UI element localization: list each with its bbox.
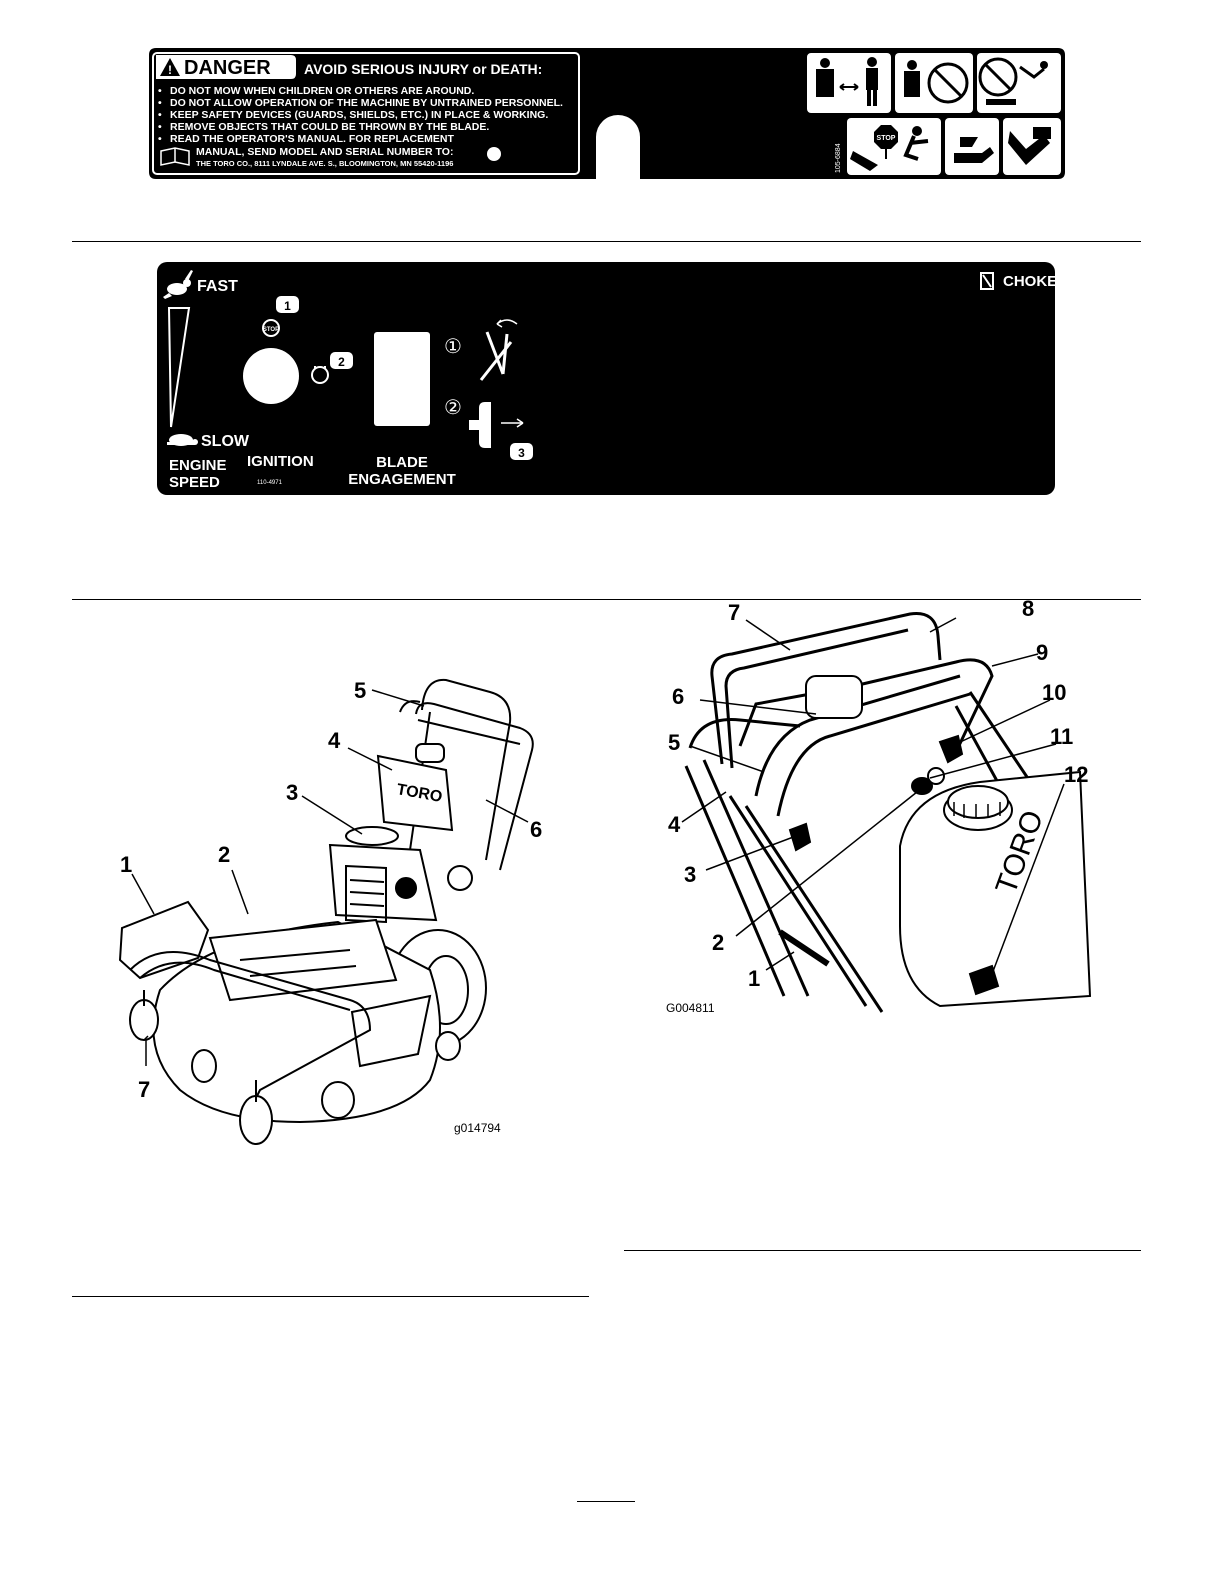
blade-knob-icon (469, 402, 491, 448)
mower-callout: 4 (328, 728, 341, 753)
svg-text:STOP: STOP (263, 327, 279, 333)
step-1-marker: ① (444, 336, 462, 358)
step-2-marker: ② (444, 397, 462, 419)
control-decal-art: FAST SLOW ENGINE SPEED STOP 1 2 IGNITION… (157, 262, 1057, 495)
callout-2: 2 (338, 355, 345, 369)
danger-badge: DANGER (184, 57, 271, 79)
engagement-label: ENGAGEMENT (348, 471, 456, 488)
engine-label: ENGINE (169, 457, 227, 474)
section-divider (72, 241, 1141, 242)
ignition-stop-icon: STOP (262, 319, 280, 337)
danger-headline: AVOID SERIOUS INJURY or DEATH: (304, 61, 542, 77)
svg-text:•: • (158, 121, 162, 133)
speed-label: SPEED (169, 474, 220, 491)
danger-decal-art: ! DANGER AVOID SERIOUS INJURY or DEATH: … (149, 48, 1065, 179)
fast-label: FAST (197, 278, 238, 295)
speed-wedge (167, 307, 191, 428)
mower-callout: 6 (530, 817, 542, 842)
section-divider (72, 1296, 589, 1297)
mower-callout: 3 (286, 780, 298, 805)
choke-label: CHOKE (1003, 273, 1055, 290)
manual-book-icon (160, 147, 190, 166)
control-decal: FAST SLOW ENGINE SPEED STOP 1 2 IGNITION… (157, 262, 1057, 495)
turtle-slow-icon (167, 434, 198, 446)
handle-callout: 10 (1042, 680, 1066, 705)
mower-figure: TORO 5 4 3 6 2 1 7 g014794 (100, 670, 580, 1155)
danger-bullet: DO NOT ALLOW OPERATION OF THE MACHINE BY… (170, 97, 563, 109)
handle-callout: 4 (668, 812, 681, 837)
rabbit-fast-icon (163, 270, 193, 299)
choke-icon (980, 272, 994, 290)
danger-stop-sign: STOP (877, 135, 896, 142)
danger-address: THE TORO CO., 8111 LYNDALE AVE. S., BLOO… (196, 159, 453, 168)
callout-1: 1 (284, 299, 291, 313)
handle-callout: 5 (668, 730, 680, 755)
danger-manual-line: MANUAL, SEND MODEL AND SERIAL NUMBER TO: (196, 146, 453, 158)
svg-text:•: • (158, 133, 162, 145)
svg-text:•: • (158, 97, 162, 109)
handle-callout: 3 (684, 862, 696, 887)
handle-callout: 1 (748, 966, 760, 991)
handle-callout: 12 (1064, 762, 1088, 787)
slow-label: SLOW (201, 433, 250, 450)
handle-illustration: TORO 7 8 9 10 11 12 6 5 4 3 2 1 G004811 (666, 596, 1092, 1015)
danger-bullet: DO NOT MOW WHEN CHILDREN OR OTHERS ARE A… (170, 85, 474, 97)
ignition-key-slot (243, 348, 299, 404)
danger-decal: ! DANGER AVOID SERIOUS INJURY or DEATH: … (148, 47, 1066, 180)
blade-engagement-window (374, 332, 430, 426)
callout-3: 3 (518, 446, 525, 460)
figure-id: g014794 (454, 1121, 501, 1135)
mower-callout: 5 (354, 678, 366, 703)
ignition-run-icon (311, 366, 329, 384)
handle-figure: TORO 7 8 9 10 11 12 6 5 4 3 2 1 G004811 (660, 596, 1110, 1020)
recycle-mark-icon (487, 147, 501, 161)
figure-id: G004811 (666, 1001, 715, 1015)
mower-illustration: TORO 5 4 3 6 2 1 7 g014794 (118, 678, 542, 1145)
handle-callout: 2 (712, 930, 724, 955)
handle-callout: 9 (1036, 640, 1048, 665)
thrown-object-pictogram (977, 53, 1061, 113)
danger-bullet: READ THE OPERATOR'S MANUAL. FOR REPLACEM… (170, 133, 454, 145)
danger-bullet: KEEP SAFETY DEVICES (GUARDS, SHIELDS, ET… (170, 109, 548, 121)
svg-text:•: • (158, 109, 162, 121)
mower-callout: 7 (138, 1077, 150, 1102)
svg-text:!: ! (168, 63, 172, 77)
warning-triangle-icon (160, 58, 180, 76)
handle-callout: 8 (1022, 596, 1034, 621)
mower-callout: 1 (120, 852, 132, 877)
handle-callout: 6 (672, 684, 684, 709)
ignition-label: IGNITION (247, 453, 314, 470)
handle-callout: 7 (728, 600, 740, 625)
svg-text:•: • (158, 85, 162, 97)
ignition-part-number: 110-4971 (257, 480, 283, 486)
blade-lever-icon (479, 319, 518, 381)
stop-blade-pictogram (847, 118, 941, 175)
footer-rule (577, 1501, 635, 1502)
section-divider (72, 599, 1141, 600)
handle-callout: 11 (1050, 724, 1073, 749)
blade-label: BLADE (376, 454, 428, 471)
mower-callout: 2 (218, 842, 230, 867)
danger-bullet: REMOVE OBJECTS THAT COULD BE THROWN BY T… (170, 121, 489, 133)
section-divider (624, 1250, 1141, 1251)
danger-part-number: 105-6884 (835, 143, 842, 173)
pull-arrow-icon (501, 418, 524, 428)
